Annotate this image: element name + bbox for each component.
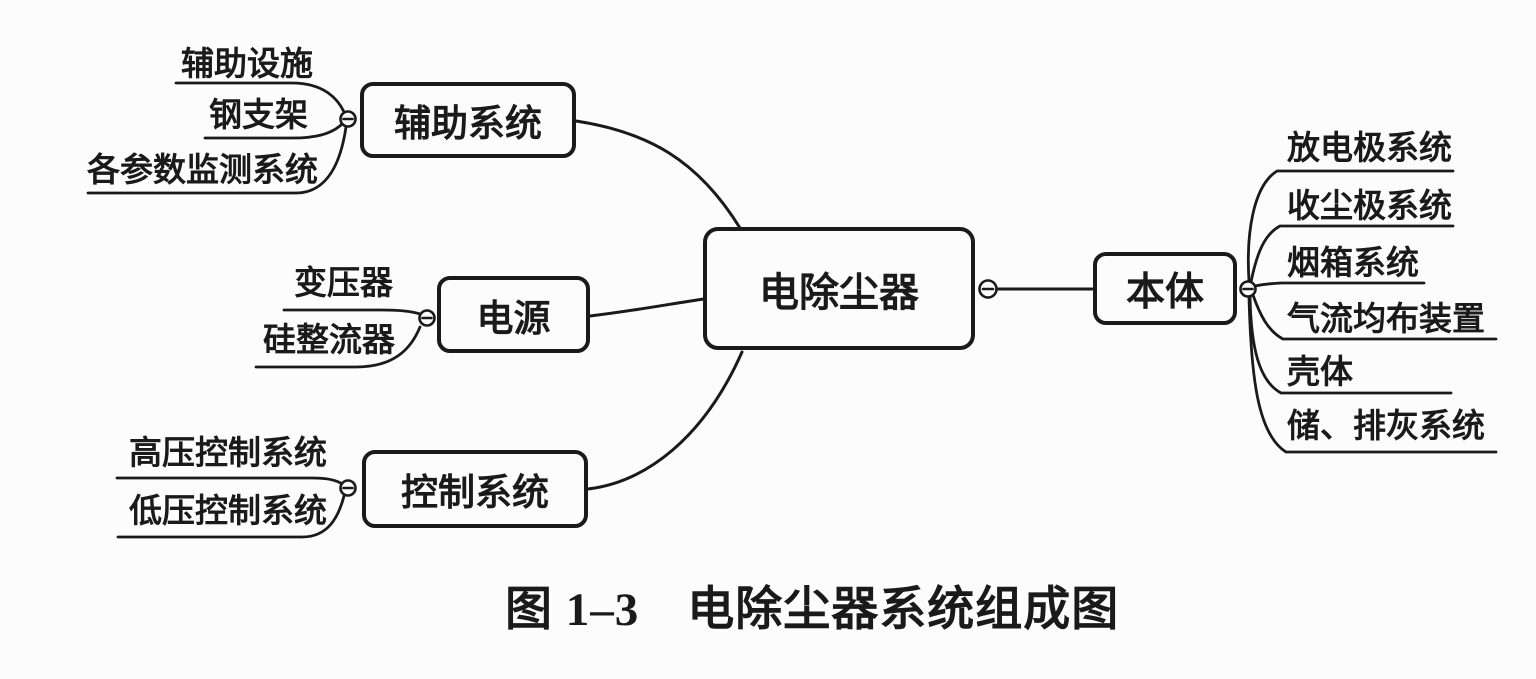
- leaf-hv-control-system: 高压控制系统: [129, 436, 327, 472]
- branch-line-hv-control: [115, 476, 344, 486]
- branch-line-parameter-monitoring: [86, 125, 348, 195]
- branch-line-gas-distribution: [1251, 293, 1498, 341]
- leaf-ash-storage-discharge-system: 储、排灰系统: [1287, 409, 1485, 445]
- branch-line-steel-support: [203, 122, 344, 140]
- collapse-minus-icon: [1239, 280, 1257, 298]
- node-auxiliary-system: 辅助系统: [360, 82, 576, 158]
- collapse-minus-icon: [339, 479, 357, 497]
- branch-line-smoke-box: [1253, 281, 1426, 288]
- node-main-body: 本体: [1093, 252, 1237, 325]
- branch-line-silicon-rectifier: [254, 325, 422, 369]
- leaf-shell: 壳体: [1287, 355, 1353, 391]
- node-label: 控制系统: [401, 473, 549, 514]
- connector-power-to-root: [588, 297, 706, 318]
- branch-line-transformer: [282, 308, 422, 316]
- leaf-collecting-electrode-system: 收尘极系统: [1287, 189, 1452, 225]
- branch-line-collecting-electrode: [1249, 224, 1455, 284]
- leaf-lv-control-system: 低压控制系统: [129, 494, 327, 530]
- collapse-minus-icon: [339, 110, 357, 128]
- branch-line-ash-system: [1247, 295, 1498, 454]
- leaf-parameter-monitoring-system: 各参数监测系统: [87, 153, 318, 189]
- node-label: 辅助系统: [394, 104, 542, 145]
- node-label: 电除尘器: [759, 269, 919, 315]
- collapse-minus-icon: [978, 279, 998, 299]
- connector-auxiliary-to-root: [574, 119, 742, 230]
- branch-line-discharge-electrode: [1246, 169, 1455, 283]
- branch-line-auxiliary-facilities: [174, 81, 346, 114]
- leaf-auxiliary-facilities: 辅助设施: [181, 47, 313, 83]
- node-label: 本体: [1125, 270, 1204, 314]
- leaf-smoke-box-system: 烟箱系统: [1287, 246, 1419, 282]
- node-power-supply: 电源: [437, 276, 590, 353]
- collapse-minus-icon: [418, 309, 436, 327]
- leaf-silicon-rectifier: 硅整流器: [263, 323, 395, 359]
- node-label: 电源: [476, 298, 551, 340]
- leaf-gas-distribution-device: 气流均布装置: [1287, 302, 1485, 338]
- branch-line-lv-control: [116, 494, 346, 539]
- connector-control-to-root: [586, 350, 744, 491]
- leaf-transformer: 变压器: [294, 266, 393, 302]
- leaf-discharge-electrode-system: 放电极系统: [1287, 131, 1452, 167]
- leaf-steel-support: 钢支架: [209, 98, 308, 134]
- node-electrostatic-precipitator-root: 电除尘器: [703, 227, 975, 350]
- figure-caption: 图 1–3 电除尘器系统组成图: [505, 584, 1120, 636]
- node-control-system: 控制系统: [362, 450, 588, 528]
